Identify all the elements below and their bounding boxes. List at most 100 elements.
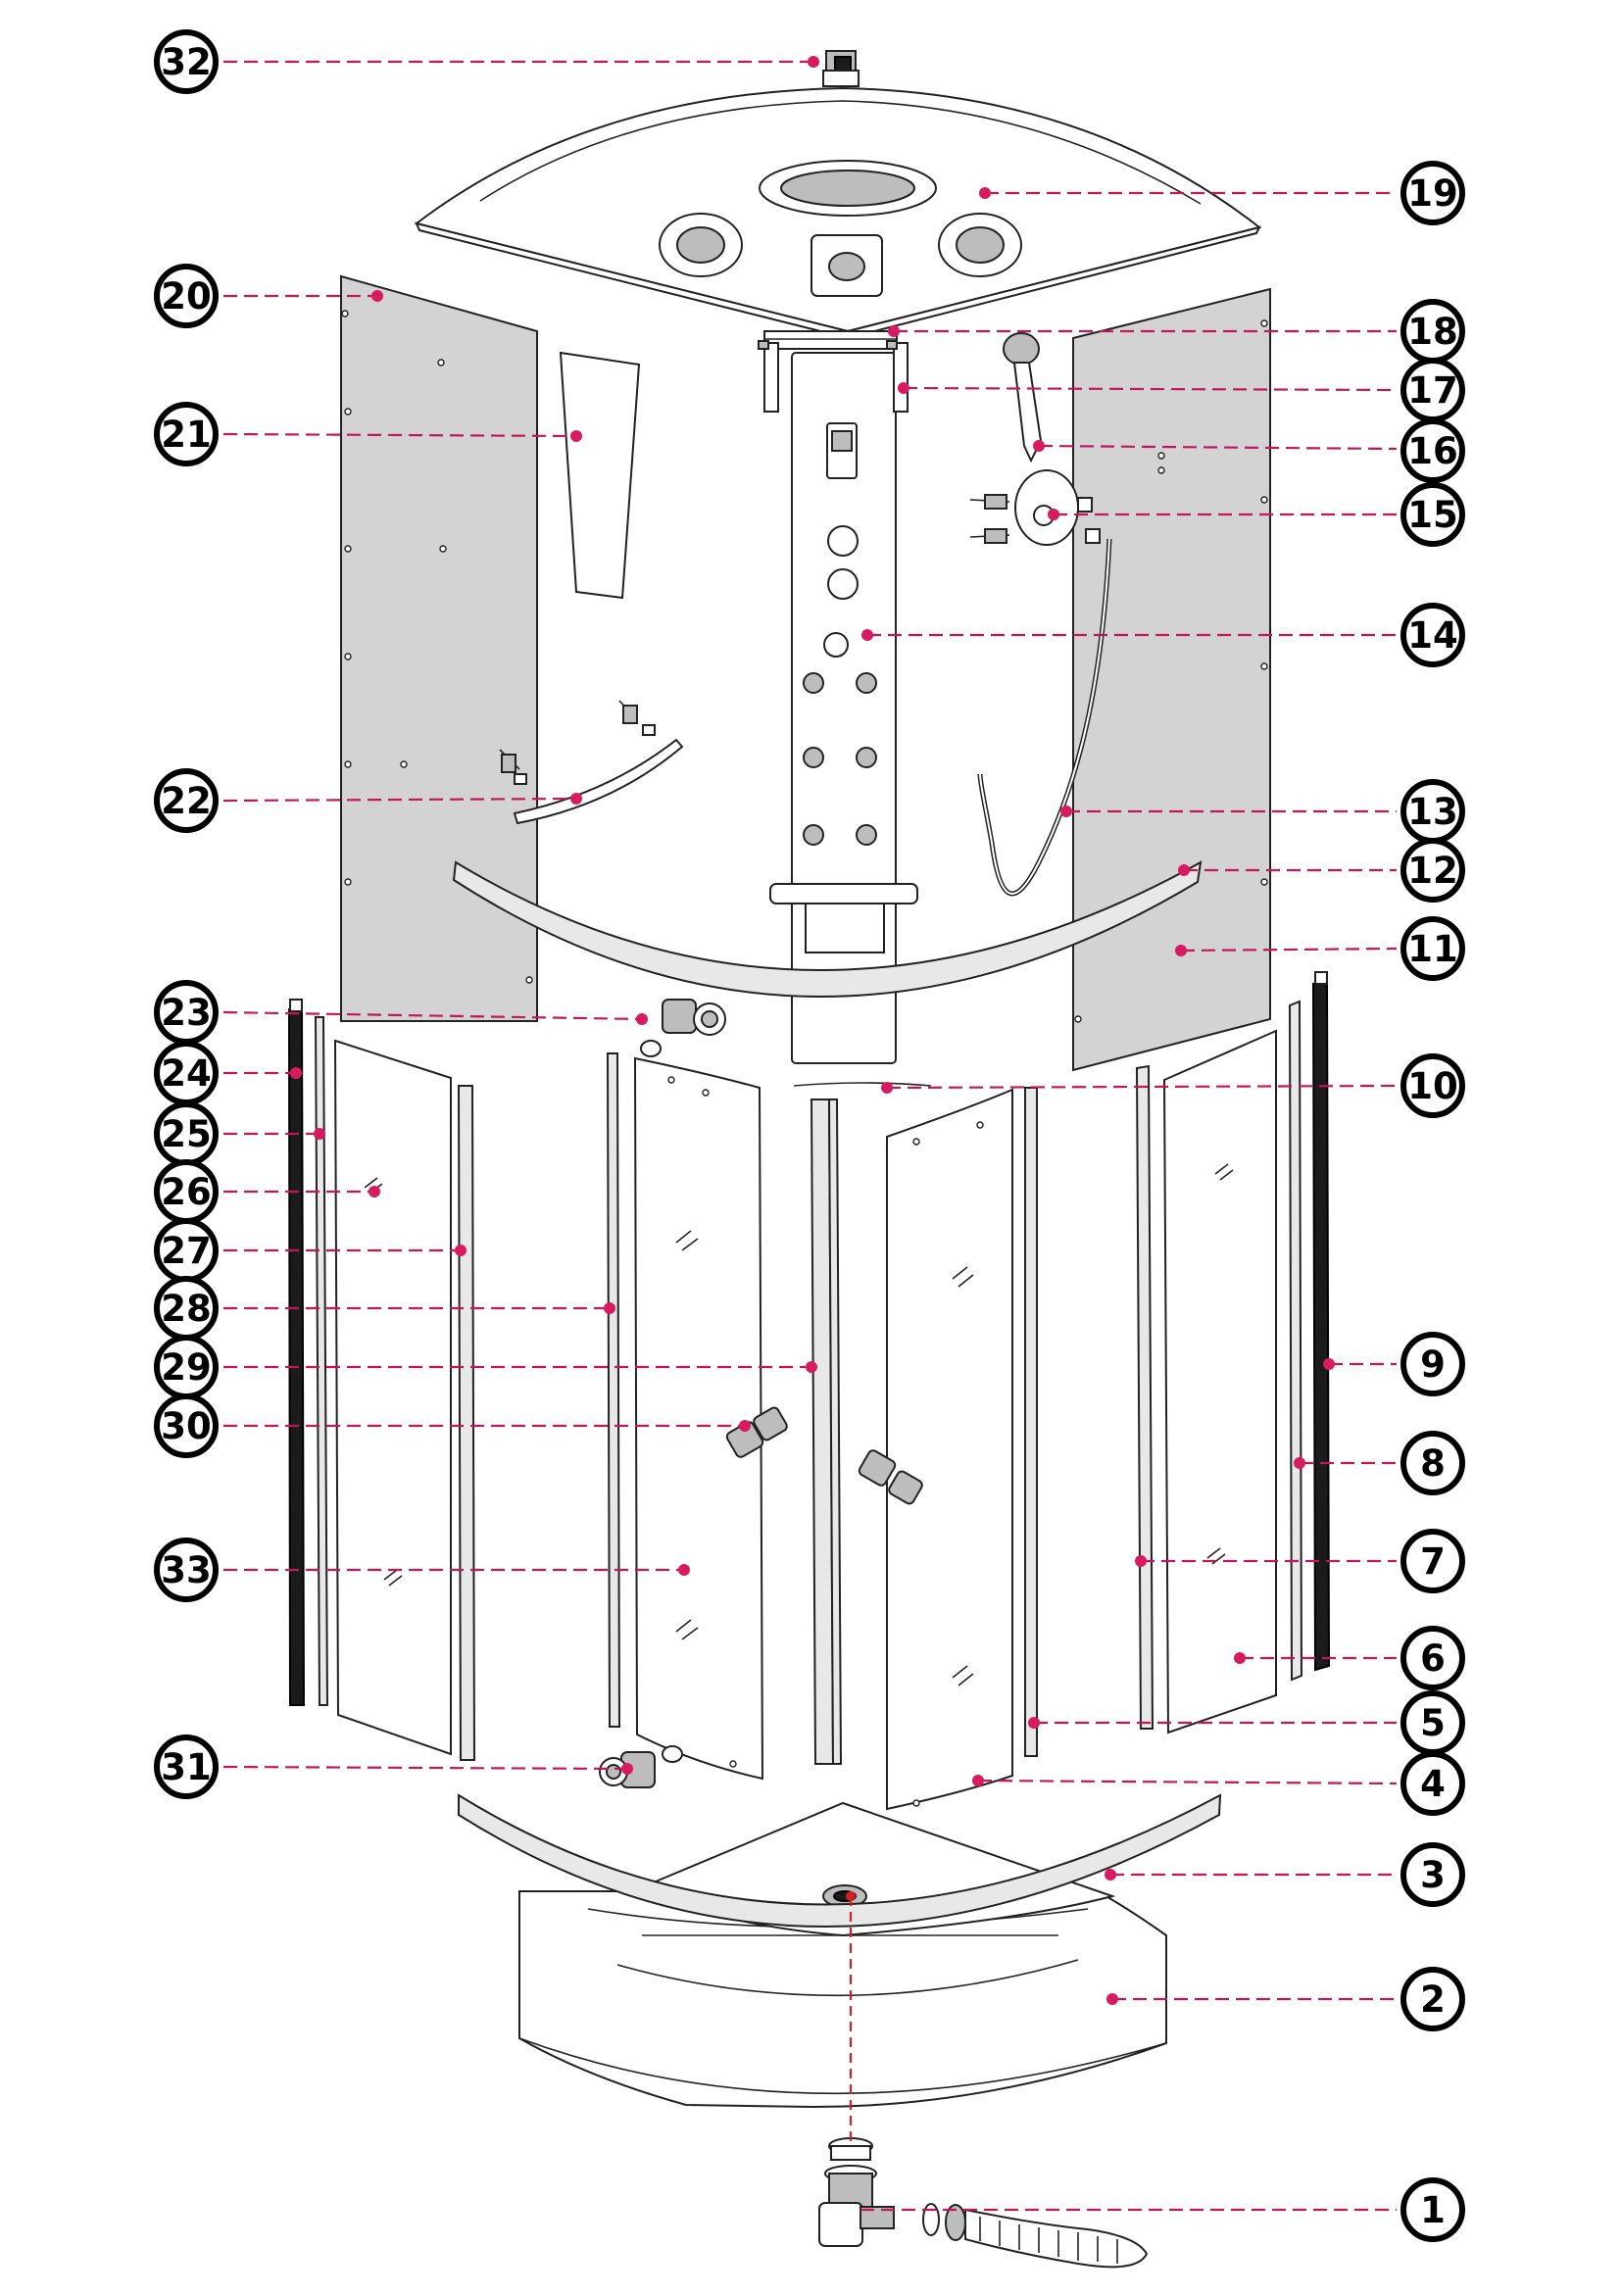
callout-26: 26 — [154, 1159, 219, 1224]
callout-28: 28 — [154, 1276, 219, 1341]
right-back-panel — [1072, 287, 1271, 1072]
svg-text:10: 10 — [1407, 1065, 1458, 1107]
svg-text:20: 20 — [161, 275, 212, 318]
hand-shower-part — [1003, 332, 1043, 464]
svg-text:18: 18 — [1407, 311, 1458, 353]
fixed-glass-right-part — [1162, 1029, 1277, 1734]
callout-20: 20 — [154, 264, 219, 328]
svg-text:22: 22 — [161, 780, 212, 822]
svg-text:17: 17 — [1407, 369, 1458, 412]
callout-10: 10 — [1400, 1053, 1465, 1118]
callout-30: 30 — [154, 1393, 219, 1458]
seal-28-part — [606, 1052, 621, 1728]
svg-text:32: 32 — [161, 41, 212, 83]
svg-text:2: 2 — [1420, 1978, 1446, 2021]
callout-33: 33 — [154, 1538, 219, 1602]
door-handle-left-part — [725, 1406, 788, 1458]
callout-23: 23 — [154, 980, 219, 1045]
svg-text:4: 4 — [1420, 1763, 1446, 1805]
svg-text:12: 12 — [1407, 850, 1458, 892]
svg-text:13: 13 — [1407, 791, 1458, 833]
door-handle-right-part — [858, 1449, 923, 1505]
fixed-glass-left-part — [333, 1039, 452, 1756]
svg-text:25: 25 — [161, 1113, 212, 1155]
svg-text:28: 28 — [161, 1288, 212, 1330]
callout-14: 14 — [1400, 603, 1465, 667]
callout-17: 17 — [1400, 358, 1465, 422]
door-profile-5-part — [1024, 1087, 1038, 1757]
top-curved-rail-part — [452, 860, 1203, 998]
callout-32: 32 — [154, 29, 219, 94]
callout-5: 5 — [1400, 1690, 1465, 1755]
callout-19: 19 — [1400, 161, 1465, 225]
svg-text:26: 26 — [161, 1171, 212, 1213]
bottom-curved-rail-part — [458, 1793, 1222, 1928]
callout-25: 25 — [154, 1101, 219, 1166]
door-roller-top-part — [640, 999, 726, 1057]
sliding-door-right-part — [886, 1088, 1013, 1811]
bracket-right-part — [886, 340, 909, 413]
callout-9: 9 — [1400, 1332, 1465, 1396]
svg-text:11: 11 — [1407, 928, 1458, 970]
glass-edge-profile-27-part — [457, 1085, 476, 1761]
callout-11: 11 — [1400, 916, 1465, 981]
callout-24: 24 — [154, 1041, 219, 1105]
seal-7-part — [1135, 1064, 1154, 1730]
left-back-panel — [340, 274, 538, 1022]
svg-text:33: 33 — [161, 1549, 212, 1591]
callout-22: 22 — [154, 768, 219, 833]
svg-text:3: 3 — [1420, 1854, 1446, 1896]
callout-4: 4 — [1400, 1751, 1465, 1816]
door-track-part — [793, 1082, 932, 1087]
callout-badges: 32 19 20 18 17 21 16 15 14 22 13 12 11 2… — [154, 29, 1465, 2242]
svg-text:9: 9 — [1420, 1343, 1446, 1386]
callout-27: 27 — [154, 1218, 219, 1283]
callout-6: 6 — [1400, 1626, 1465, 1690]
callout-8: 8 — [1400, 1431, 1465, 1495]
wall-profile-24-part — [287, 1008, 306, 1706]
drain-assembly-part — [818, 2137, 1149, 2269]
column-top-bracket-part — [763, 330, 898, 350]
callout-15: 15 — [1400, 482, 1465, 547]
corner-shelf-part — [499, 700, 684, 825]
svg-text:7: 7 — [1420, 1540, 1446, 1583]
svg-text:14: 14 — [1407, 614, 1458, 657]
door-roller-bottom-part — [599, 1745, 683, 1788]
svg-text:8: 8 — [1420, 1442, 1446, 1485]
callout-29: 29 — [154, 1335, 219, 1399]
svg-text:1: 1 — [1420, 2189, 1446, 2231]
callout-2: 2 — [1400, 1967, 1465, 2031]
callout-7: 7 — [1400, 1529, 1465, 1593]
wall-profile-9-part — [1311, 978, 1331, 1672]
svg-text:16: 16 — [1407, 430, 1458, 472]
seal-profile-25-part — [314, 1016, 329, 1706]
callout-31: 31 — [154, 1734, 219, 1799]
svg-text:19: 19 — [1407, 172, 1458, 215]
bracket-left-part — [758, 340, 779, 413]
callout-12: 12 — [1400, 838, 1465, 903]
mirror-glass-part — [559, 351, 641, 600]
svg-text:5: 5 — [1420, 1702, 1446, 1744]
callout-3: 3 — [1400, 1842, 1465, 1907]
svg-text:31: 31 — [161, 1746, 212, 1788]
sliding-door-left-part — [633, 1056, 764, 1781]
shower-tray-part — [518, 1890, 1167, 2109]
hand-shower-holder-part — [969, 469, 1101, 546]
svg-text:15: 15 — [1407, 494, 1458, 536]
svg-text:6: 6 — [1420, 1637, 1446, 1680]
roof-connector-part — [822, 50, 860, 87]
svg-text:27: 27 — [161, 1230, 212, 1272]
callout-13: 13 — [1400, 779, 1465, 844]
svg-text:30: 30 — [161, 1405, 212, 1447]
svg-text:29: 29 — [161, 1346, 212, 1389]
callout-16: 16 — [1400, 418, 1465, 483]
svg-text:21: 21 — [161, 414, 212, 456]
svg-text:24: 24 — [161, 1052, 212, 1095]
callout-18: 18 — [1400, 299, 1465, 364]
callout-21: 21 — [154, 402, 219, 466]
callout-1: 1 — [1400, 2177, 1465, 2242]
control-column-part — [769, 352, 918, 1064]
roof-part — [414, 86, 1262, 340]
